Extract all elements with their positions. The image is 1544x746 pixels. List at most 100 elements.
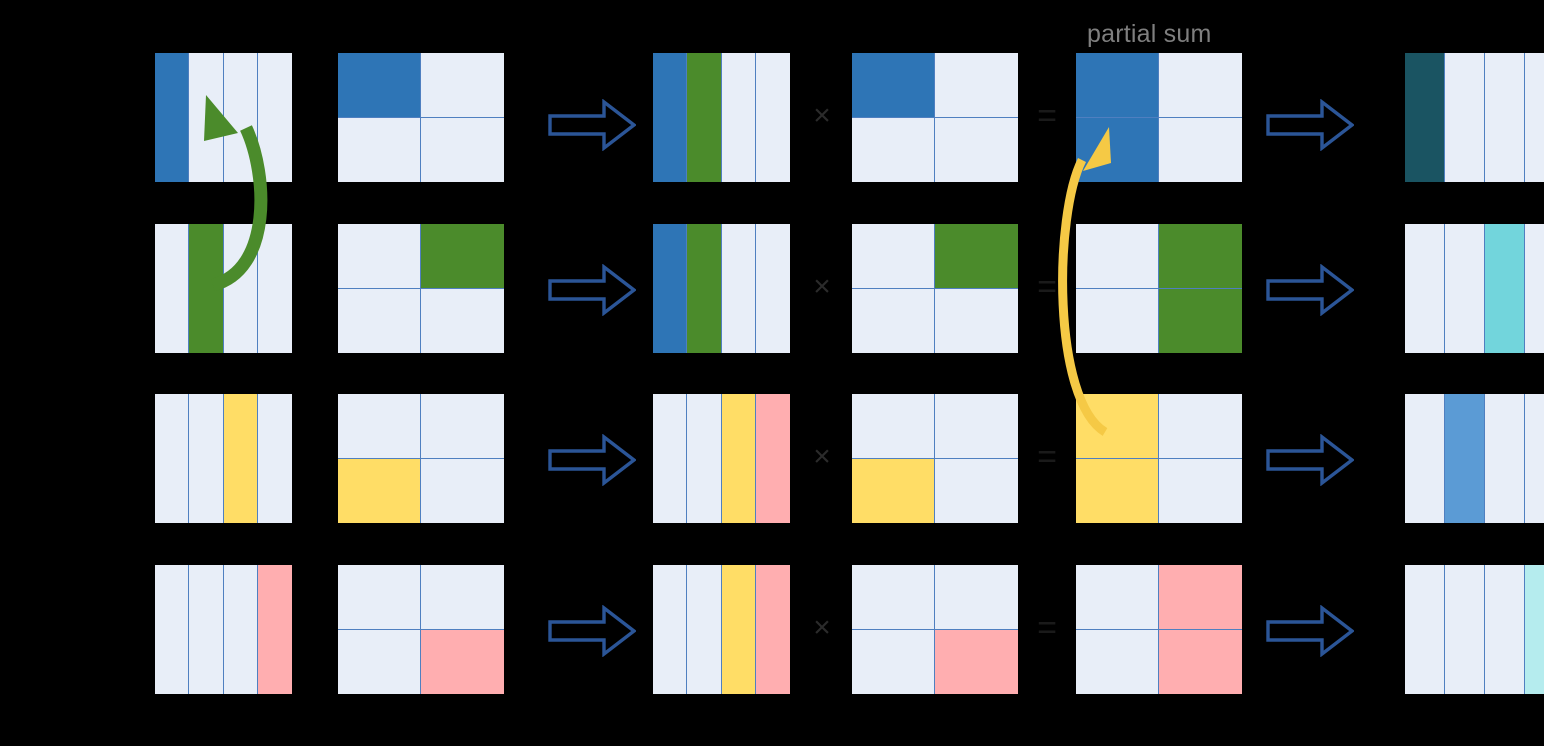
row3-equals-operator: =: [1037, 438, 1057, 476]
row1-times-operator: ×: [813, 99, 831, 132]
cell-r3-output-c1: [1405, 394, 1445, 523]
cell-r2-psum-r2c1: [1076, 288, 1159, 353]
cell-r1-input-c1: [155, 53, 190, 182]
row4-output-vector: [1405, 565, 1544, 694]
row3-implies-arrow: [548, 433, 637, 491]
row4-selected-weight-matrix: [852, 565, 1018, 694]
cell-r4-weight-r1c1: [338, 565, 421, 630]
cell-r1-gathered-c1: [653, 53, 688, 182]
cell-r3-gathered-c2: [687, 394, 722, 523]
row3-weight-matrix: [338, 394, 504, 523]
row1-output-vector: [1405, 53, 1544, 182]
cell-r2-sel-r1c1: [852, 224, 935, 289]
cell-r2-gathered-c3: [721, 224, 756, 353]
cell-r2-weight-r1c1: [338, 224, 421, 289]
cell-r3-sel-r2c1: [852, 458, 935, 523]
cell-r3-psum-r2c1: [1076, 458, 1159, 523]
cell-r3-output-c2: [1445, 394, 1485, 523]
cell-r3-input-c1: [155, 394, 190, 523]
cell-r2-weight-r1c2: [421, 224, 504, 289]
cell-r4-psum-r1c1: [1076, 565, 1159, 630]
cell-r4-psum-r2c1: [1076, 629, 1159, 694]
row2-implies-arrow: [548, 263, 637, 321]
cell-r4-gathered-c2: [687, 565, 722, 694]
row2-equals-operator: =: [1037, 268, 1057, 306]
cell-r1-input-c3: [223, 53, 258, 182]
cell-r3-weight-r1c2: [421, 394, 504, 459]
cell-r3-weight-r2c1: [338, 458, 421, 523]
cell-r4-weight-r2c2: [421, 629, 504, 694]
cell-r2-gathered-c2: [687, 224, 722, 353]
cell-r3-input-c2: [189, 394, 224, 523]
row4-equals-operator: =: [1037, 609, 1057, 647]
cell-r1-gathered-c2: [687, 53, 722, 182]
row4-partial-sum-matrix: [1076, 565, 1242, 694]
cell-r4-psum-r2c2: [1159, 629, 1242, 694]
cell-r2-sel-r2c2: [935, 288, 1018, 353]
cell-r4-input-c3: [223, 565, 258, 694]
cell-r3-output-c3: [1485, 394, 1525, 523]
cell-r4-input-c2: [189, 565, 224, 694]
cell-r1-output-c1: [1405, 53, 1445, 182]
cell-r4-weight-r1c2: [421, 565, 504, 630]
cell-r3-gathered-c1: [653, 394, 688, 523]
cell-r4-sel-r1c1: [852, 565, 935, 630]
row2-gathered-vector: [653, 224, 790, 353]
row4-times-operator: ×: [813, 611, 831, 644]
cell-r4-output-c2: [1445, 565, 1485, 694]
cell-r3-input-c4: [257, 394, 292, 523]
row2-selected-weight-matrix: [852, 224, 1018, 353]
row1-weight-matrix: [338, 53, 504, 182]
cell-r2-psum-r1c2: [1159, 224, 1242, 289]
cell-r2-sel-r2c1: [852, 288, 935, 353]
cell-r2-input-c4: [257, 224, 292, 353]
cell-r1-sel-r2c2: [935, 117, 1018, 182]
cell-r1-weight-r2c1: [338, 117, 421, 182]
row4-output-arrow: [1266, 604, 1355, 662]
cell-r4-output-c1: [1405, 565, 1445, 694]
row4-weight-matrix: [338, 565, 504, 694]
cell-r3-psum-r1c2: [1159, 394, 1242, 459]
cell-r3-weight-r2c2: [421, 458, 504, 523]
row1-selected-weight-matrix: [852, 53, 1018, 182]
cell-r2-psum-r2c2: [1159, 288, 1242, 353]
cell-r3-weight-r1c1: [338, 394, 421, 459]
cell-r2-output-c4: [1525, 224, 1544, 353]
row2-output-arrow: [1266, 263, 1355, 321]
cell-r2-input-c2: [189, 224, 224, 353]
cell-r4-output-c4: [1525, 565, 1544, 694]
cell-r4-sel-r2c2: [935, 629, 1018, 694]
row2-output-vector: [1405, 224, 1544, 353]
cell-r1-psum-r2c1: [1076, 117, 1159, 182]
row4-input-vector: [155, 565, 292, 694]
cell-r1-sel-r2c1: [852, 117, 935, 182]
row2-input-vector: [155, 224, 292, 353]
cell-r1-output-c3: [1485, 53, 1525, 182]
cell-r3-gathered-c3: [721, 394, 756, 523]
row1-equals-operator: =: [1037, 97, 1057, 135]
cell-r4-input-c1: [155, 565, 190, 694]
row2-partial-sum-matrix: [1076, 224, 1242, 353]
cell-r1-input-c4: [257, 53, 292, 182]
row3-output-arrow: [1266, 433, 1355, 491]
row1-partial-sum-matrix: [1076, 53, 1242, 182]
cell-r3-output-c4: [1525, 394, 1544, 523]
row1-input-vector: [155, 53, 292, 182]
row3-gathered-vector: [653, 394, 790, 523]
cell-r1-output-c4: [1525, 53, 1544, 182]
cell-r1-output-c2: [1445, 53, 1485, 182]
row1-output-arrow: [1266, 98, 1355, 156]
cell-r4-sel-r2c1: [852, 629, 935, 694]
row3-times-operator: ×: [813, 440, 831, 473]
cell-r2-weight-r2c2: [421, 288, 504, 353]
cell-r1-gathered-c4: [755, 53, 790, 182]
cell-r1-sel-r1c1: [852, 53, 935, 118]
cell-r2-output-c3: [1485, 224, 1525, 353]
cell-r2-input-c3: [223, 224, 258, 353]
row3-selected-weight-matrix: [852, 394, 1018, 523]
cell-r2-weight-r2c1: [338, 288, 421, 353]
row2-weight-matrix: [338, 224, 504, 353]
cell-r3-sel-r1c1: [852, 394, 935, 459]
cell-r3-sel-r1c2: [935, 394, 1018, 459]
cell-r4-weight-r2c1: [338, 629, 421, 694]
